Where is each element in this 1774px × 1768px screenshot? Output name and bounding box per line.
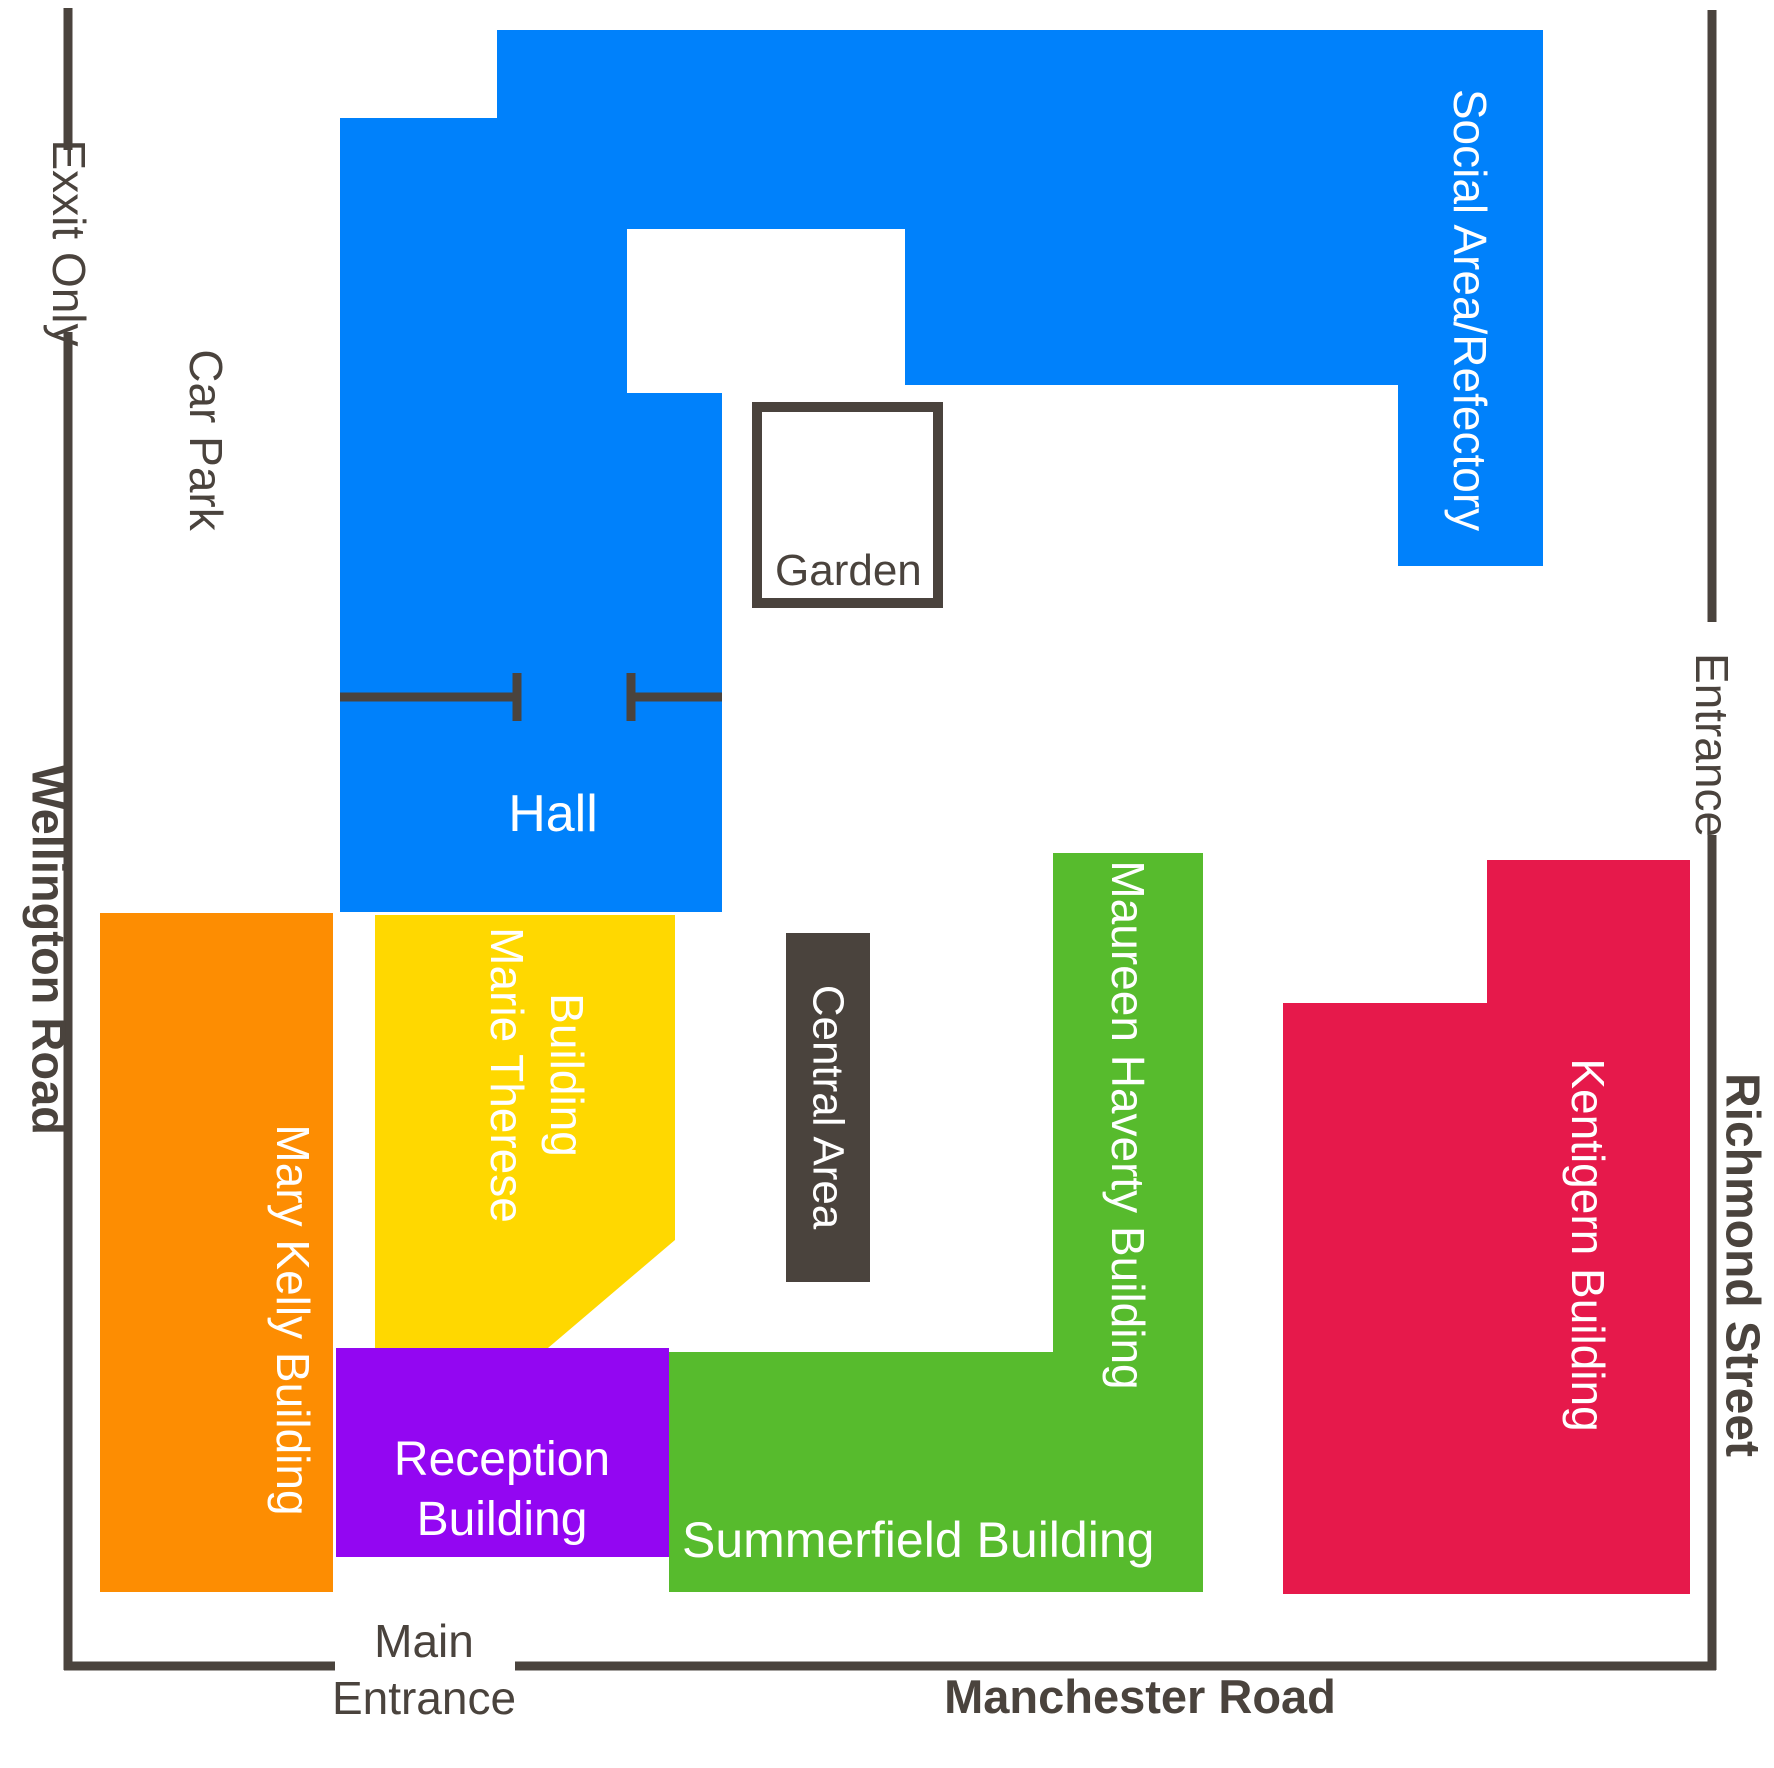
central-area-shape	[786, 933, 870, 1282]
central-area-label: Central Area	[804, 985, 853, 1230]
richmond-street-label: Richmond Street	[1716, 1073, 1769, 1457]
mary-kelly-building-shape	[100, 913, 333, 1592]
marie-therese-label-line1: Marie Therese	[481, 927, 533, 1223]
entrance-label: Entrance	[1686, 653, 1738, 837]
garden-shape	[752, 402, 943, 608]
maureen-haverty-label: Maureen Haverty Building	[1102, 860, 1154, 1389]
summerfield-label: Summerfield Building	[682, 1512, 1154, 1568]
road-lines	[63, 8, 1717, 1671]
hall-social-area-shape	[340, 30, 1543, 912]
reception-building-shape	[336, 1348, 669, 1557]
marie-therese-label-line2: Building	[541, 993, 593, 1157]
car-park-label: Car Park	[180, 349, 232, 531]
reception-label-line2: Building	[417, 1493, 588, 1546]
manchester-road-label: Manchester Road	[944, 1670, 1336, 1723]
main-entrance-label-line1: Main	[374, 1615, 474, 1667]
main-entrance-label-line2: Entrance	[332, 1672, 516, 1724]
kentigern-building-shape	[1283, 860, 1690, 1594]
wellington-road-label: Wellington Road	[23, 765, 76, 1135]
mary-kelly-label: Mary Kelly Building	[267, 1124, 319, 1515]
hall-label: Hall	[508, 785, 598, 843]
marie-therese-building-shape	[375, 915, 675, 1348]
summerfield-maureen-haverty-shape	[669, 853, 1203, 1592]
exit-only-label: Exxit Only	[43, 139, 95, 346]
reception-label-line1: Reception	[394, 1433, 610, 1486]
kentigern-label: Kentigern Building	[1562, 1058, 1614, 1431]
social-area-refectory-label: Social Area/Refectory	[1444, 89, 1496, 531]
hall-entrance-marks	[340, 673, 722, 721]
garden-label: Garden	[775, 546, 922, 595]
